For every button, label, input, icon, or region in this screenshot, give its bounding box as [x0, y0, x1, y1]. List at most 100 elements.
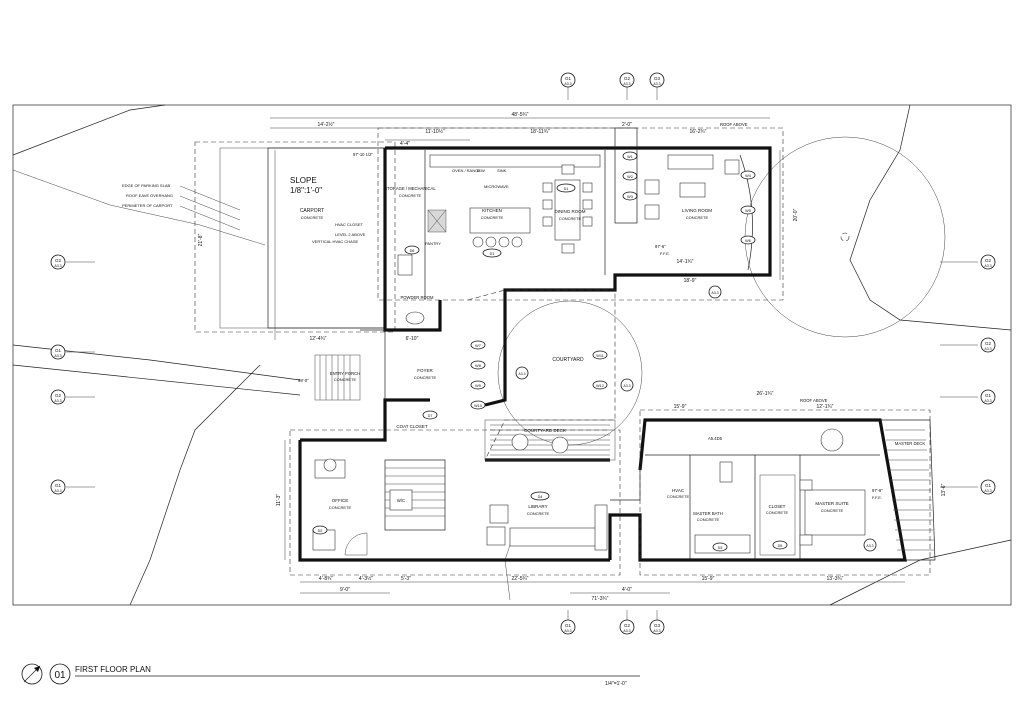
elevator-wc-box: [389, 489, 413, 511]
room-label-entry: ENTRY PORCH: [330, 371, 360, 376]
dim-bottom-6: 15'-9": [702, 576, 715, 582]
section-marker-library: A3.3: [620, 378, 634, 392]
note-slope: SLOPE: [290, 176, 317, 185]
north-arrow: [21, 663, 43, 685]
library-chair: [489, 504, 509, 524]
dim-bottom-3: 5'-3": [401, 576, 411, 582]
dim-bottom-5: 22'-5¾": [512, 576, 529, 582]
svg-text:A3.3: A3.3: [984, 264, 991, 268]
note-roof-above: ROOF ABOVE: [720, 122, 748, 127]
dim-bottom-8: 4'-0": [622, 587, 632, 593]
svg-text:G2: G2: [55, 393, 62, 398]
room-label-kitchen: KITCHEN: [482, 208, 502, 213]
dim-top-4: 16'-2¾": [690, 129, 707, 135]
bar-stool: [485, 236, 497, 248]
dining-chair: [561, 164, 575, 175]
room-label-master-bath: MASTER BATH: [693, 511, 722, 516]
library-shelf: [594, 504, 608, 551]
keynote-tag: W9: [470, 380, 486, 390]
dim-mid-2: 6'-10": [406, 336, 419, 342]
sheet-title: FIRST FLOOR PLAN: [75, 665, 151, 674]
deck-chair: [551, 436, 569, 454]
elev-carport: 97'-10 1/2": [353, 152, 373, 157]
keynote-tag: W8: [470, 360, 486, 370]
svg-text:D1: D1: [564, 187, 569, 191]
svg-text:W12: W12: [596, 384, 604, 388]
keynote-tag: D1: [482, 248, 502, 258]
svg-text:G2: G2: [985, 341, 992, 346]
keynote-tag: D2: [312, 525, 328, 535]
svg-text:W3: W3: [627, 195, 633, 199]
nightstand: [799, 479, 813, 491]
nightstand: [799, 534, 813, 546]
keynote-tag: W7: [470, 340, 486, 350]
keynote-tag: W4: [740, 170, 756, 180]
dim-top-overall: 48'-5¾": [512, 112, 529, 118]
svg-text:A3.3: A3.3: [564, 82, 571, 86]
keynote-tag: D7: [422, 410, 438, 420]
svg-text:G2: G2: [55, 258, 62, 263]
hvac-chase-x: [427, 209, 447, 233]
room-label-storage: STORAGE / MECHANICAL: [384, 186, 436, 191]
room-finish-office: CONCRETE: [329, 505, 352, 510]
svg-text:01: 01: [54, 670, 66, 681]
svg-text:W2: W2: [627, 175, 633, 179]
bar-stool: [472, 236, 484, 248]
dim-right-2: 13'-6": [941, 483, 947, 496]
room-label-courtyard-deck: COURTYARD DECK: [524, 428, 566, 433]
svg-text:W11: W11: [596, 354, 604, 358]
sheet-scale: 1/4"=1'-0": [605, 681, 627, 687]
dim-left-2: 11'-3": [276, 494, 282, 507]
entry-porch-edge: [360, 329, 386, 400]
svg-text:D2: D2: [318, 529, 323, 533]
svg-text:A3.3: A3.3: [54, 354, 61, 358]
room-finish-kitchen: CONCRETE: [481, 215, 504, 220]
roof-above-west: [289, 429, 621, 576]
svg-text:A3.3: A3.3: [866, 544, 873, 548]
carport-perimeter: [219, 147, 386, 329]
elev-entry: 98'-0": [298, 378, 309, 383]
room-finish-dining: CONCRETE: [559, 216, 582, 221]
deck-chair: [511, 433, 529, 451]
dining-chair: [561, 243, 575, 254]
bar-stool: [511, 236, 523, 248]
dining-chair: [542, 182, 553, 193]
svg-text:D7: D7: [428, 414, 433, 418]
armchair: [724, 159, 740, 175]
dimension-lines-bottom: [300, 581, 905, 594]
view-number-bubble: 01: [49, 663, 71, 685]
svg-text:W1: W1: [627, 155, 633, 159]
room-label-wc: W/C: [397, 498, 405, 503]
entry-step-lines: [319, 355, 351, 400]
svg-text:A3.3: A3.3: [518, 372, 525, 376]
svg-text:W5: W5: [745, 209, 751, 213]
room-finish-master-bath: CONCRETE: [697, 517, 720, 522]
room-label-closet: CLOSET: [769, 504, 786, 509]
note-slope-value: 1/8":1'-0": [290, 186, 322, 195]
room-finish-master-suite: CONCRETE: [821, 508, 844, 513]
keynote-tag: W5: [740, 205, 756, 215]
svg-text:A3.3: A3.3: [984, 347, 991, 351]
master-deck: [880, 419, 936, 561]
powder-sink: [405, 311, 425, 325]
note-roof-eave: ROOF EAVE OVERHANG: [126, 193, 173, 198]
office-door-swing: [344, 532, 368, 556]
site-contour-right: [849, 104, 1012, 331]
north-wing-walls: [385, 146, 772, 407]
site-line-top-left: [12, 104, 166, 156]
site-contour-bottom-right: [829, 539, 1012, 606]
svg-text:A3.3: A3.3: [564, 629, 571, 633]
note-edge-parking: EDGE OF PARKING SLAB: [122, 183, 170, 188]
dining-chair: [542, 216, 553, 227]
dim-living-2: 18'-9": [684, 278, 697, 284]
tree-canopy: [744, 136, 946, 338]
office-chair: [323, 458, 337, 472]
svg-text:W4: W4: [745, 174, 751, 178]
kitchen-counter: [429, 154, 601, 168]
tree-trunk: [840, 232, 850, 242]
